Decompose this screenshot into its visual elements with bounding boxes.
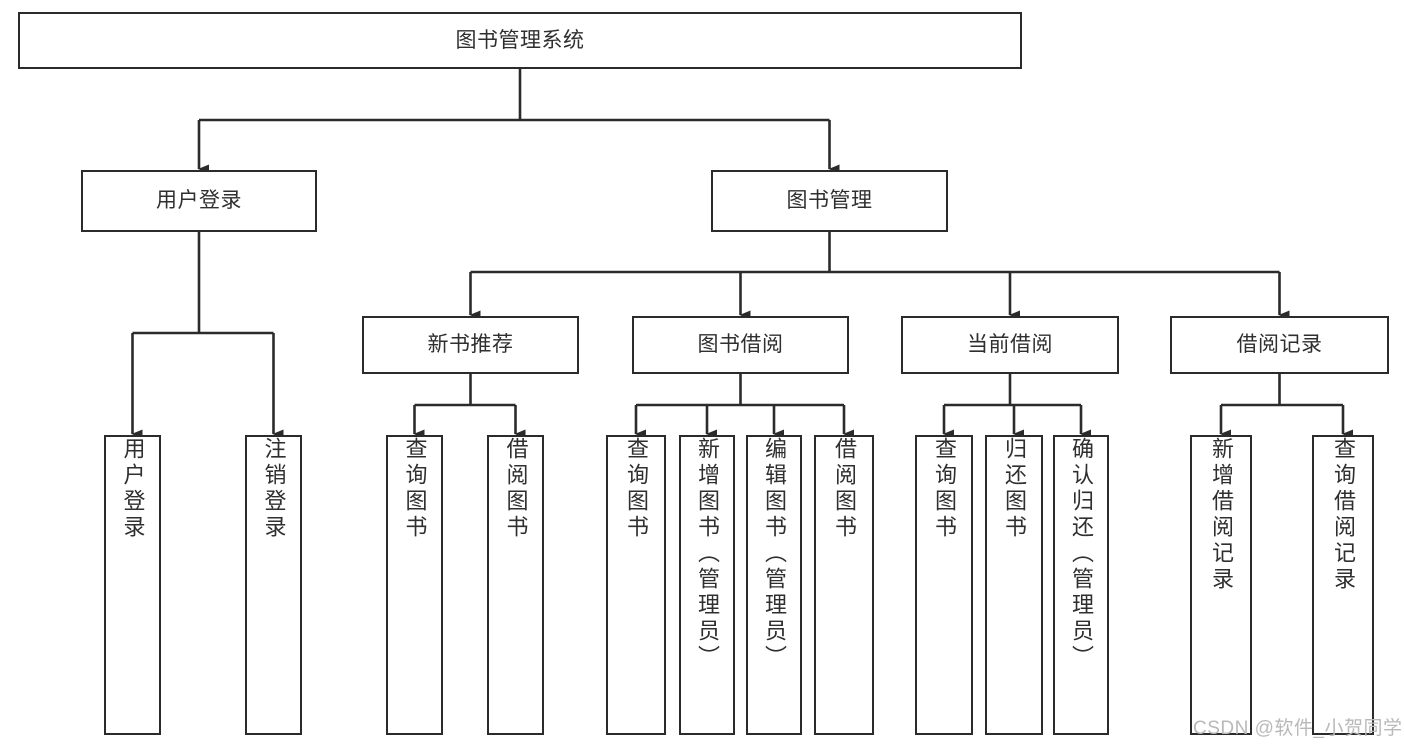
node-book-borrowing[interactable]: 图书借阅 xyxy=(632,316,849,374)
leaf-borrow-book-recommendation-label: 借阅图书 xyxy=(503,437,529,541)
node-book-management[interactable]: 图书管理 xyxy=(711,170,948,232)
node-new-book-recommendation-label: 新书推荐 xyxy=(427,333,514,357)
leaf-query-book-recommendation[interactable]: 查询图书 xyxy=(386,435,443,735)
node-book-borrowing-label: 图书借阅 xyxy=(697,333,784,357)
leaf-query-book-current-label: 查询图书 xyxy=(932,437,957,541)
leaf-confirm-return-admin[interactable]: 确认归还（管理员） xyxy=(1053,435,1109,735)
node-user-login-label: 用户登录 xyxy=(156,189,242,213)
leaf-edit-book-admin[interactable]: 编辑图书（管理员） xyxy=(746,435,802,735)
leaf-confirm-return-admin-label: 确认归还（管理员） xyxy=(1069,437,1094,671)
leaf-borrow-book-recommendation[interactable]: 借阅图书 xyxy=(487,435,544,735)
leaf-logout-label: 注销登录 xyxy=(261,437,287,541)
leaf-query-borrow-record[interactable]: 查询借阅记录 xyxy=(1312,435,1374,735)
node-root-label: 图书管理系统 xyxy=(455,28,585,52)
leaf-query-book-recommendation-label: 查询图书 xyxy=(402,437,428,541)
leaf-return-book[interactable]: 归还图书 xyxy=(985,435,1043,735)
leaf-borrow-book-borrowing[interactable]: 借阅图书 xyxy=(814,435,874,735)
leaf-edit-book-admin-label: 编辑图书（管理员） xyxy=(762,437,787,671)
node-borrowing-record-label: 借阅记录 xyxy=(1236,333,1323,357)
leaf-add-borrow-record[interactable]: 新增借阅记录 xyxy=(1190,435,1252,735)
leaf-logout[interactable]: 注销登录 xyxy=(245,435,302,735)
node-book-management-label: 图书管理 xyxy=(786,189,873,213)
leaf-add-book-admin[interactable]: 新增图书（管理员） xyxy=(679,435,735,735)
leaf-user-login-label: 用户登录 xyxy=(120,437,146,541)
leaf-add-book-admin-label: 新增图书（管理员） xyxy=(695,437,720,671)
node-current-borrowing[interactable]: 当前借阅 xyxy=(901,316,1119,374)
leaf-user-login[interactable]: 用户登录 xyxy=(104,435,161,735)
node-user-login[interactable]: 用户登录 xyxy=(81,170,317,232)
leaf-query-borrow-record-label: 查询借阅记录 xyxy=(1331,437,1356,593)
leaf-query-book-current[interactable]: 查询图书 xyxy=(915,435,973,735)
node-current-borrowing-label: 当前借阅 xyxy=(967,333,1053,357)
leaf-return-book-label: 归还图书 xyxy=(1002,437,1027,541)
leaf-borrow-book-borrowing-label: 借阅图书 xyxy=(832,437,857,541)
node-borrowing-record[interactable]: 借阅记录 xyxy=(1170,316,1389,374)
leaf-query-book-borrowing-label: 查询图书 xyxy=(624,437,649,541)
leaf-add-borrow-record-label: 新增借阅记录 xyxy=(1209,437,1234,593)
node-new-book-recommendation[interactable]: 新书推荐 xyxy=(362,316,579,374)
node-root[interactable]: 图书管理系统 xyxy=(18,12,1022,69)
leaf-query-book-borrowing[interactable]: 查询图书 xyxy=(606,435,666,735)
